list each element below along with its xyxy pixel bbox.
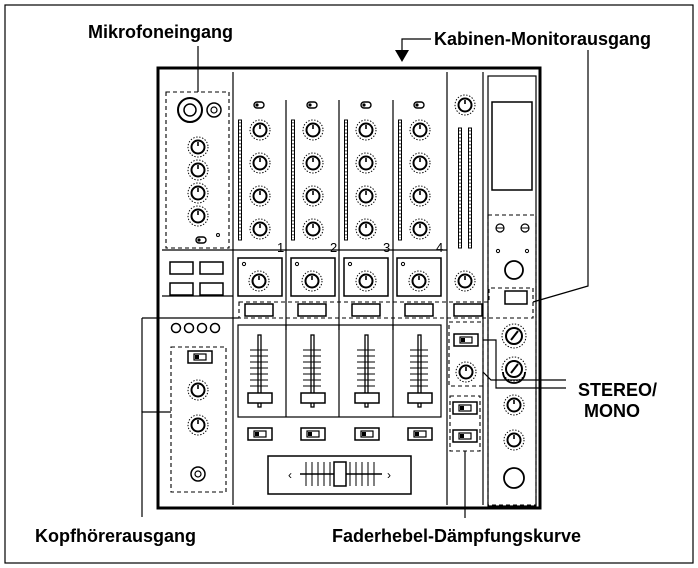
mic-input-label: Mikrofoneingang	[88, 22, 233, 42]
channel-number-2: 2	[330, 240, 338, 255]
channel-number-4: 4	[436, 240, 444, 255]
stereo-mono-label-line2: MONO	[584, 401, 640, 421]
headphones-output-label: Kopfhörerausgang	[35, 526, 197, 546]
stereo-mono-label-line1: STEREO/	[578, 380, 658, 400]
channel-number-1: 1	[277, 240, 285, 255]
channel-number-3: 3	[383, 240, 391, 255]
svg-text:›: ›	[387, 468, 391, 482]
svg-text:‹: ‹	[288, 468, 292, 482]
booth-monitor-label: Kabinen-Monitorausgang	[434, 29, 651, 49]
fader-curve-label: Faderhebel-Dämpfungskurve	[332, 526, 582, 546]
